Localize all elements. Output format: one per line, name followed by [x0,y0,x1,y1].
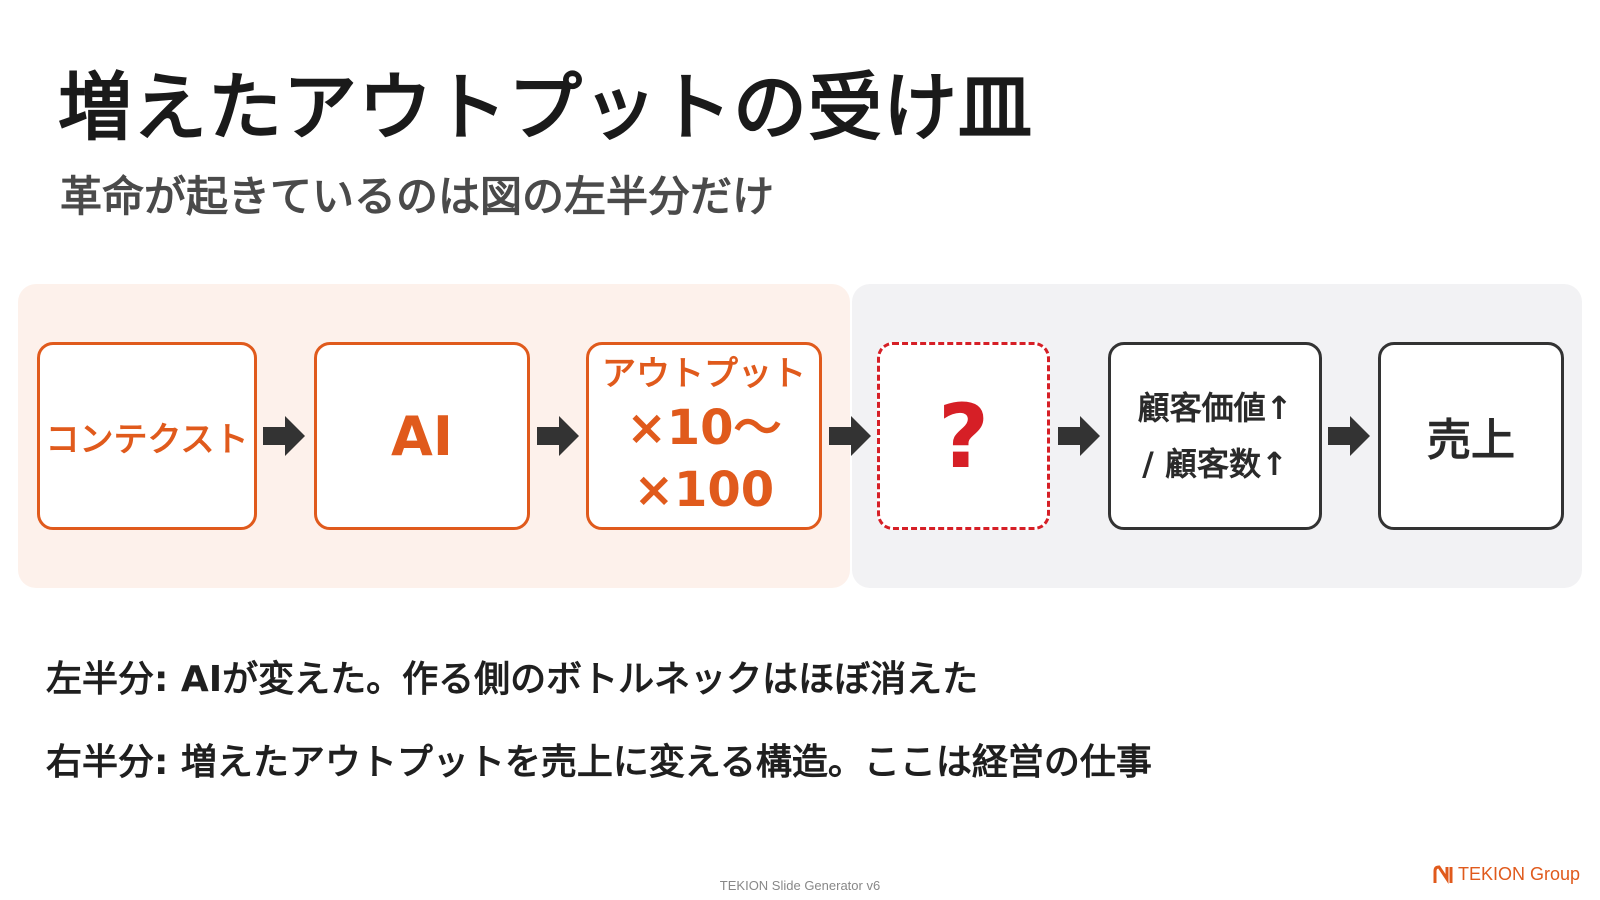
arrow-right-icon [1058,412,1102,460]
sales-label: 売上 [1427,415,1515,466]
footer-generator: TEKION Slide Generator v6 [719,878,881,893]
output-box: アウトプット ×10〜×100 [586,342,822,530]
customer-value-label: 顧客価値↑ [1137,389,1293,427]
customer-value-box: 顧客価値↑ / 顧客数↑ [1108,342,1322,530]
arrow-right-icon [263,412,307,460]
ai-label: AI [391,404,453,468]
note-right-half: 右半分: 増えたアウトプットを売上に変える構造。ここは経営の仕事 [46,742,1152,783]
context-label: コンテクスト [45,419,249,460]
question-mark: ? [937,384,990,488]
arrow-right-icon [829,412,873,460]
output-multiplier: ×10〜×100 [626,400,782,518]
page-title: 増えたアウトプットの受け皿 [58,65,1033,151]
tekion-logo-icon [1432,864,1454,885]
output-label: アウトプット [602,354,806,394]
sales-box: 売上 [1378,342,1564,530]
page-subtitle: 革命が起きているのは図の左半分だけ [60,172,775,221]
ai-box: AI [314,342,530,530]
customer-count-label: / 顧客数↑ [1142,445,1288,483]
note-left-half: 左半分: AIが変えた。作る側のボトルネックはほぼ消えた [46,659,979,700]
arrow-right-icon [1328,412,1372,460]
company-logo: TEKION Group [1432,864,1580,885]
context-box: コンテクスト [37,342,257,530]
arrow-right-icon [537,412,581,460]
logo-text: TEKION Group [1457,864,1580,884]
unknown-box: ? [877,342,1050,530]
